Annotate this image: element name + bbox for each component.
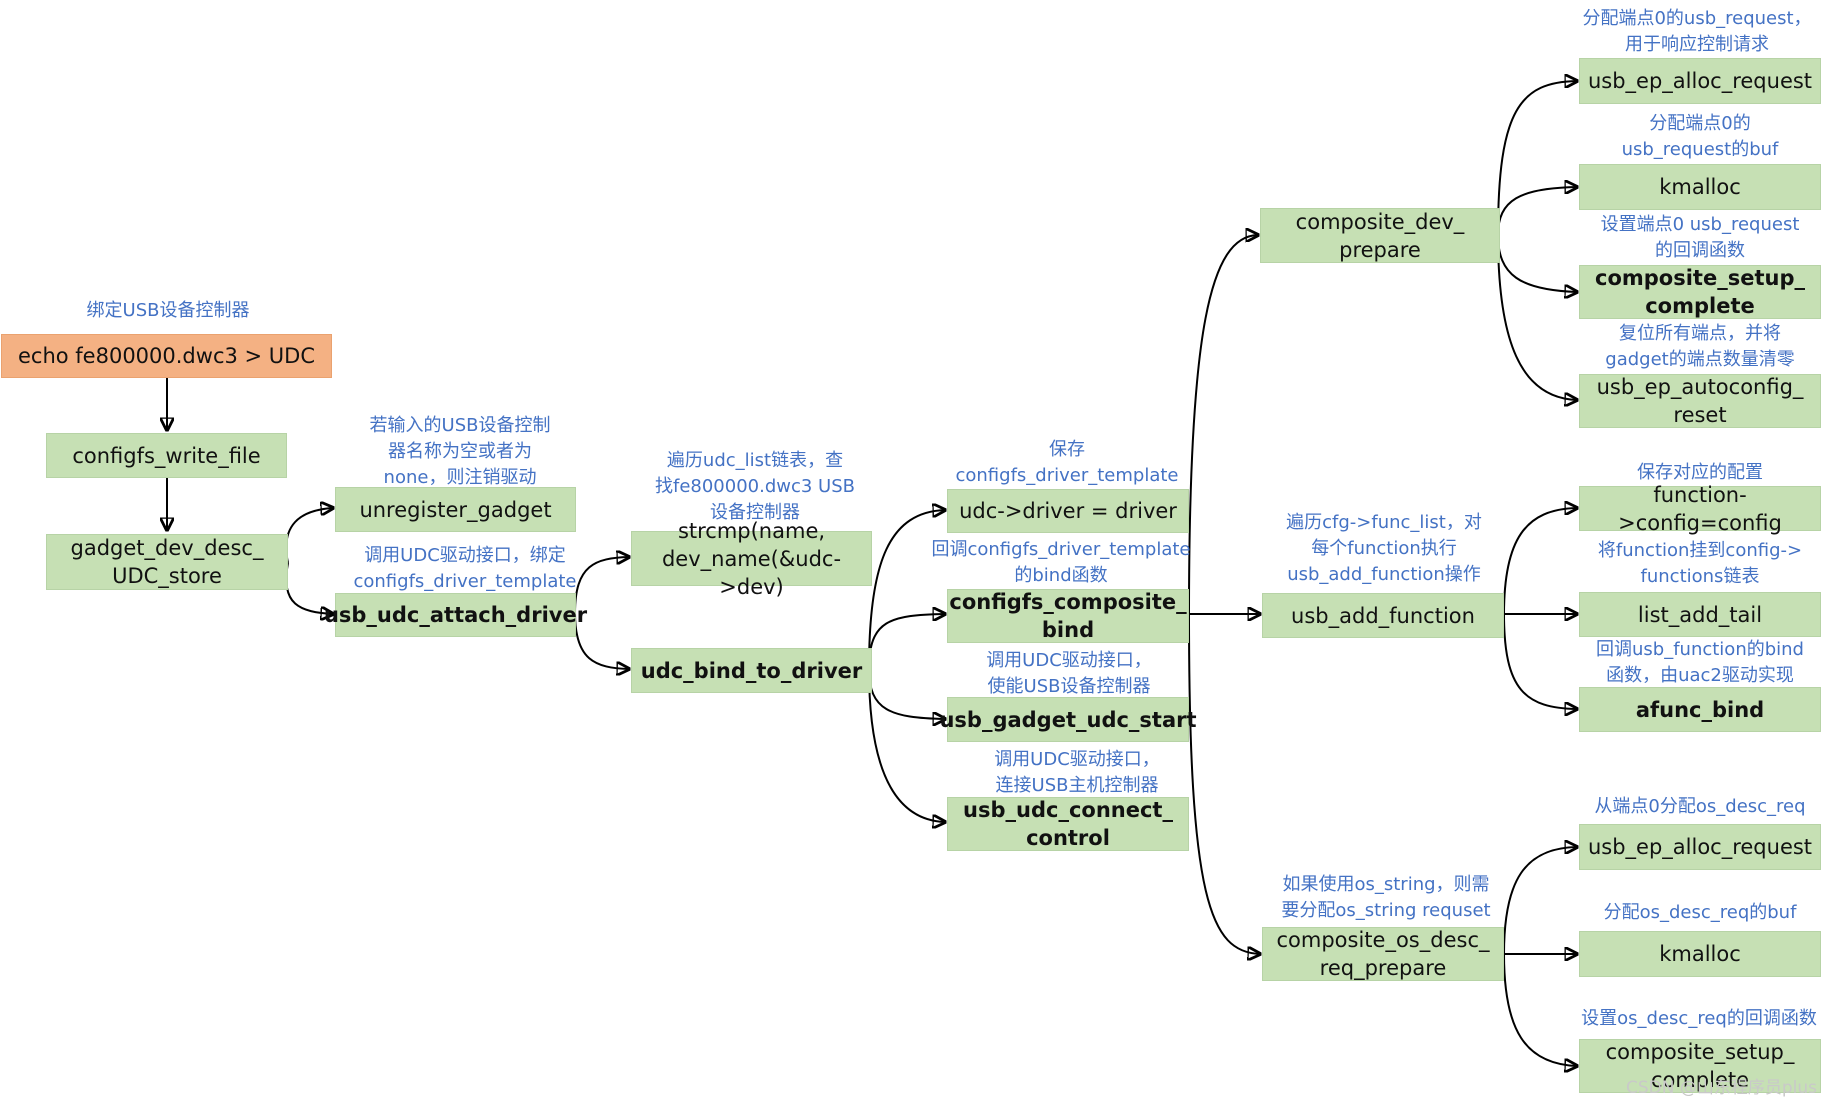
arrow-prepare-to-setup xyxy=(1497,234,1577,292)
note-attach: 调用UDC驱动接口，绑定 configfs_driver_template xyxy=(353,545,577,592)
arrow-gadget-to-unregister xyxy=(285,508,333,564)
arrow-os-to-setup xyxy=(1503,953,1577,1066)
box-configfs-composite-bind: configfs_composite_ bind xyxy=(947,589,1189,643)
box-usb-add-function: usb_add_function xyxy=(1262,593,1504,638)
note-unregister: 若输入的USB设备控制 器名称为空或者为 none，则注销驱动 xyxy=(369,415,551,488)
box-usb-udc-attach-driver: usb_udc_attach_driver xyxy=(324,593,587,637)
box-kmalloc-2: kmalloc xyxy=(1579,931,1821,977)
note-setup-callback: 设置端点0 usb_request 的回调函数 xyxy=(1600,214,1800,261)
note-afunc-bind: 回调usb_function的bind 函数，由uac2驱动实现 xyxy=(1595,639,1804,686)
box-udc-driver-assign: udc->driver = driver xyxy=(947,489,1189,533)
box-configfs-write-file: configfs_write_file xyxy=(46,433,287,478)
arrow-bind-to-composite-bind xyxy=(868,614,945,670)
note-add-function: 遍历cfg->func_list，对 每个function执行 usb_add_… xyxy=(1286,512,1482,585)
arrow-bind-to-connect xyxy=(868,668,945,822)
note-list-add: 将function挂到config-> functions链表 xyxy=(1597,540,1803,587)
arrow-addfn-to-config xyxy=(1503,508,1577,615)
note-os-alloc-request: 从端点0分配os_desc_req xyxy=(1594,796,1806,817)
box-usb-ep-alloc-request-2: usb_ep_alloc_request xyxy=(1579,824,1821,870)
box-composite-setup-complete-1: composite_setup_ complete xyxy=(1579,265,1821,319)
note-bind-callback: 回调configfs_driver_template 的bind函数 xyxy=(931,539,1191,586)
box-function-config: function->config=config xyxy=(1579,483,1821,535)
note-strcmp: 遍历udc_list链表，查 找fe800000.dwc3 USB 设备控制器 xyxy=(654,450,855,523)
box-udc-bind-to-driver: udc_bind_to_driver xyxy=(631,648,872,693)
note-udc-start: 调用UDC驱动接口， 使能USB设备控制器 xyxy=(986,650,1152,697)
note-alloc-buf: 分配端点0的 usb_request的buf xyxy=(1621,113,1779,160)
box-strcmp: strcmp(name, dev_name(&udc->dev) xyxy=(631,519,872,599)
box-usb-ep-alloc-request-1: usb_ep_alloc_request xyxy=(1579,58,1821,104)
arrow-os-to-alloc-req xyxy=(1503,847,1577,955)
note-autoconfig: 复位所有端点，并将 gadget的端点数量清零 xyxy=(1605,323,1795,370)
box-usb-gadget-udc-start: usb_gadget_udc_start xyxy=(939,697,1197,742)
note-os-setup-callback: 设置os_desc_req的回调函数 xyxy=(1581,1008,1817,1029)
box-afunc-bind: afunc_bind xyxy=(1579,687,1821,732)
note-save-config: 保存对应的配置 xyxy=(1637,462,1763,483)
arrow-prepare-to-kmalloc xyxy=(1497,187,1577,236)
arrow-prepare-to-alloc-req xyxy=(1497,81,1577,236)
box-unregister-gadget: unregister_gadget xyxy=(335,487,576,532)
arrow-cbind-to-os-desc xyxy=(1188,613,1260,954)
box-echo-command: echo fe800000.dwc3 > UDC xyxy=(1,334,332,378)
note-os-alloc-buf: 分配os_desc_req的buf xyxy=(1603,902,1797,923)
box-composite-os-desc-req-prepare: composite_os_desc_ req_prepare xyxy=(1262,927,1504,981)
box-composite-setup-complete-2: composite_setup_ complete xyxy=(1579,1039,1821,1093)
arrow-addfn-to-afunc xyxy=(1503,613,1577,709)
box-usb-ep-autoconfig-reset: usb_ep_autoconfig_ reset xyxy=(1579,374,1821,428)
csdn-watermark: CSDN @山东程序员plus xyxy=(1625,1078,1817,1098)
note-connect: 调用UDC驱动接口， 连接USB主机控制器 xyxy=(994,749,1160,796)
box-kmalloc-1: kmalloc xyxy=(1579,164,1821,210)
box-gadget-dev-desc-udc-store: gadget_dev_desc_ UDC_store xyxy=(46,534,288,590)
arrow-prepare-to-autoconfig xyxy=(1497,234,1577,400)
box-list-add-tail: list_add_tail xyxy=(1579,592,1821,637)
box-composite-dev-prepare: composite_dev_ prepare xyxy=(1260,208,1500,263)
arrow-bind-to-udc-driver xyxy=(868,510,945,670)
note-save-template: 保存 configfs_driver_template xyxy=(955,439,1179,486)
note-os-desc: 如果使用os_string，则需 要分配os_string requset xyxy=(1281,874,1491,921)
box-usb-udc-connect-control: usb_udc_connect_ control xyxy=(947,797,1189,851)
note-alloc-request: 分配端点0的usb_request， 用于响应控制请求 xyxy=(1582,8,1812,55)
arrow-cbind-to-dev-prepare xyxy=(1188,235,1258,615)
arrow-bind-to-udc-start xyxy=(868,668,945,719)
note-bind-udc: 绑定USB设备控制器 xyxy=(86,300,250,321)
